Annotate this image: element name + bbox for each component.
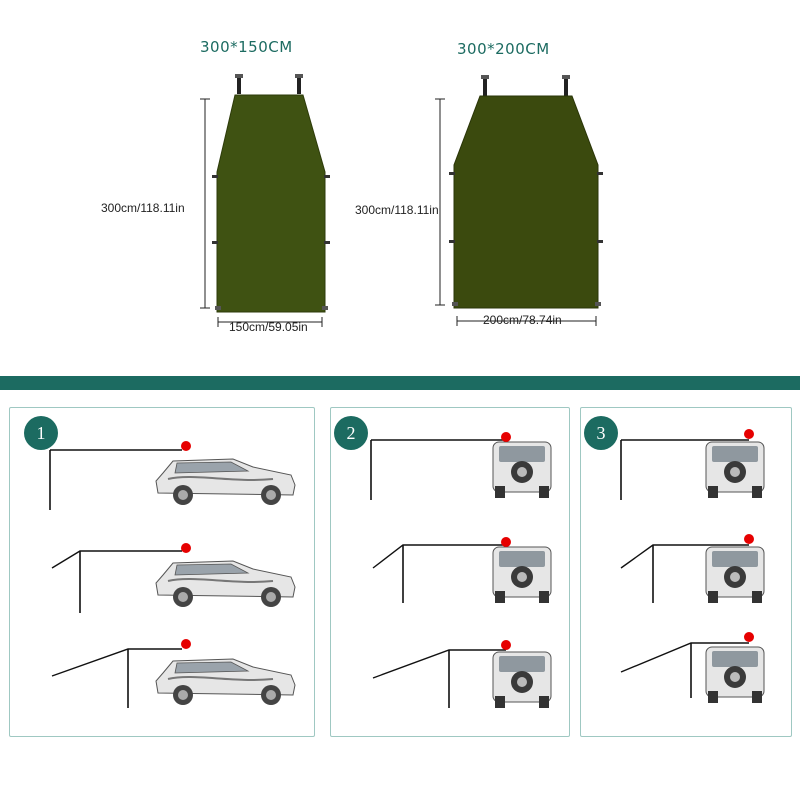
tarp-200-width-label: 200cm/78.74in [483, 313, 562, 327]
rear-view-setups-2 [370, 432, 552, 708]
setup-row-flat [49, 441, 296, 510]
suv-side-icon [155, 458, 296, 505]
setup-row-sloped [372, 537, 552, 603]
side-view-setups [49, 441, 296, 708]
step-badge-1: 1 [24, 416, 58, 450]
tarp-200-drawing [449, 75, 603, 309]
setup-row-two-poles [51, 639, 296, 708]
section-divider [0, 376, 800, 390]
tarp-150-dimension-lines [200, 98, 323, 327]
step-badge-3: 3 [584, 416, 618, 450]
anchor-point-dot [181, 441, 191, 451]
tarp-200-height-label: 300cm/118.11in [355, 203, 439, 217]
tarp-size-diagrams [200, 74, 603, 327]
setup-panel-1: 1 [9, 407, 315, 737]
setup-row-flat [370, 432, 552, 500]
setup-row-sloped [620, 534, 765, 603]
tarp-200-dimension-lines [435, 98, 597, 326]
setup-row-sloped [51, 543, 296, 613]
setup-row-two-poles [620, 632, 765, 703]
rear-view-setups-3 [620, 429, 765, 703]
tarp-150-width-label: 150cm/59.05in [229, 320, 308, 334]
tarp-200-title: 300*200CM [457, 40, 550, 58]
setup-row-flat [620, 429, 765, 500]
setup-panel-2: 2 [330, 407, 570, 737]
suv-rear-icon [492, 441, 552, 498]
step-badge-2: 2 [334, 416, 368, 450]
setup-row-two-poles [372, 640, 552, 708]
setup-panel-3: 3 [580, 407, 792, 737]
tarp-150-title: 300*150CM [200, 38, 293, 56]
tarp-150-height-label: 300cm/118.11in [101, 201, 185, 215]
tarp-150-drawing [212, 74, 330, 313]
